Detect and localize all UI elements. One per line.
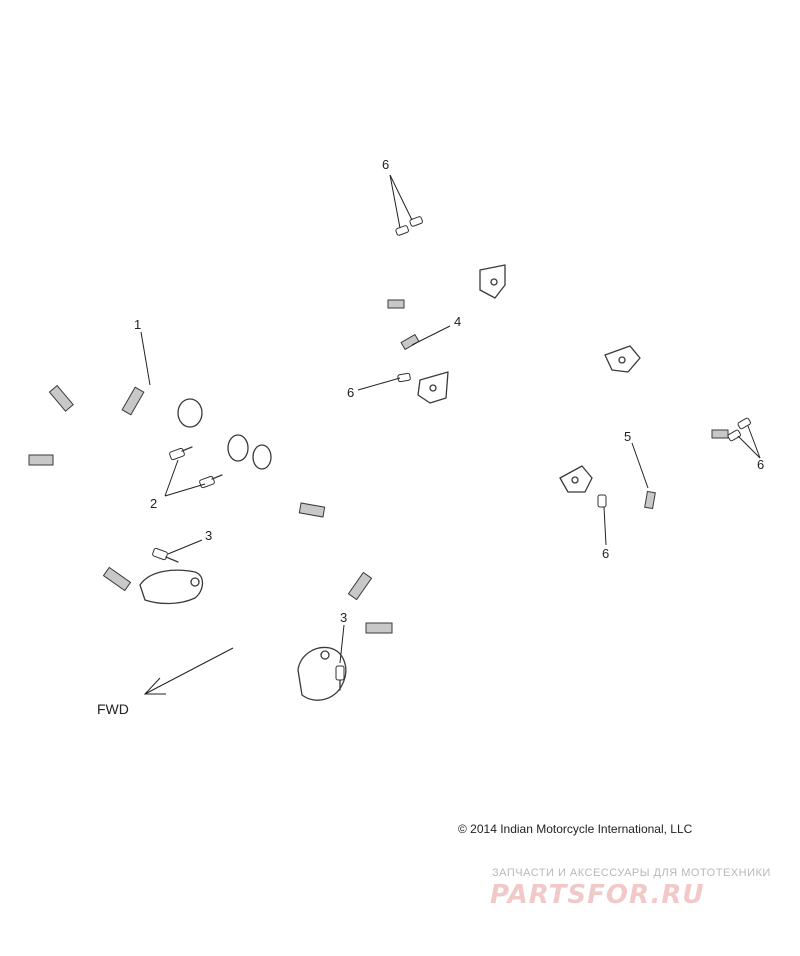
- leader-lines: [140, 174, 761, 664]
- callout-part-6-mid: 6: [347, 385, 354, 400]
- bolt-part6-right-a: [737, 417, 751, 430]
- callout-part-1: 1: [134, 317, 141, 332]
- bolt-part6-mid: [397, 372, 411, 383]
- bolt-part6-lower: [597, 494, 607, 508]
- copyright-notice: © 2014 Indian Motorcycle International, …: [458, 822, 693, 836]
- watermark-brand: PARTSFOR.RU: [490, 880, 704, 910]
- callout-part-5: 5: [624, 429, 631, 444]
- front-engine-guard: [26, 379, 402, 702]
- bolt-part2-lower: [199, 474, 223, 489]
- callout-part-6-bottom: 6: [602, 546, 609, 561]
- callout-part-6-right: 6: [757, 457, 764, 472]
- callout-part-6-top: 6: [382, 157, 389, 172]
- callout-part-3-left: 3: [205, 528, 212, 543]
- callout-part-2: 2: [150, 496, 157, 511]
- bolt-part3-left: [152, 547, 179, 563]
- callout-part-4: 4: [454, 314, 461, 329]
- bolt-part2-upper: [169, 446, 193, 461]
- rear-guard-upper: [384, 232, 506, 404]
- watermark-tagline: ЗАПЧАСТИ И АКСЕССУАРЫ ДЛЯ МОТОТЕХНИКИ: [492, 867, 771, 879]
- rear-guard-right: [559, 345, 748, 513]
- forward-label: FWD: [97, 701, 129, 717]
- bolt-part6-right-b: [727, 429, 741, 442]
- forward-arrow-icon: [143, 647, 234, 695]
- bolt-part6-upper-a: [409, 216, 423, 227]
- callout-part-3-right: 3: [340, 610, 347, 625]
- bolt-part6-upper-b: [395, 225, 409, 236]
- bolt-part3-right: [335, 665, 345, 691]
